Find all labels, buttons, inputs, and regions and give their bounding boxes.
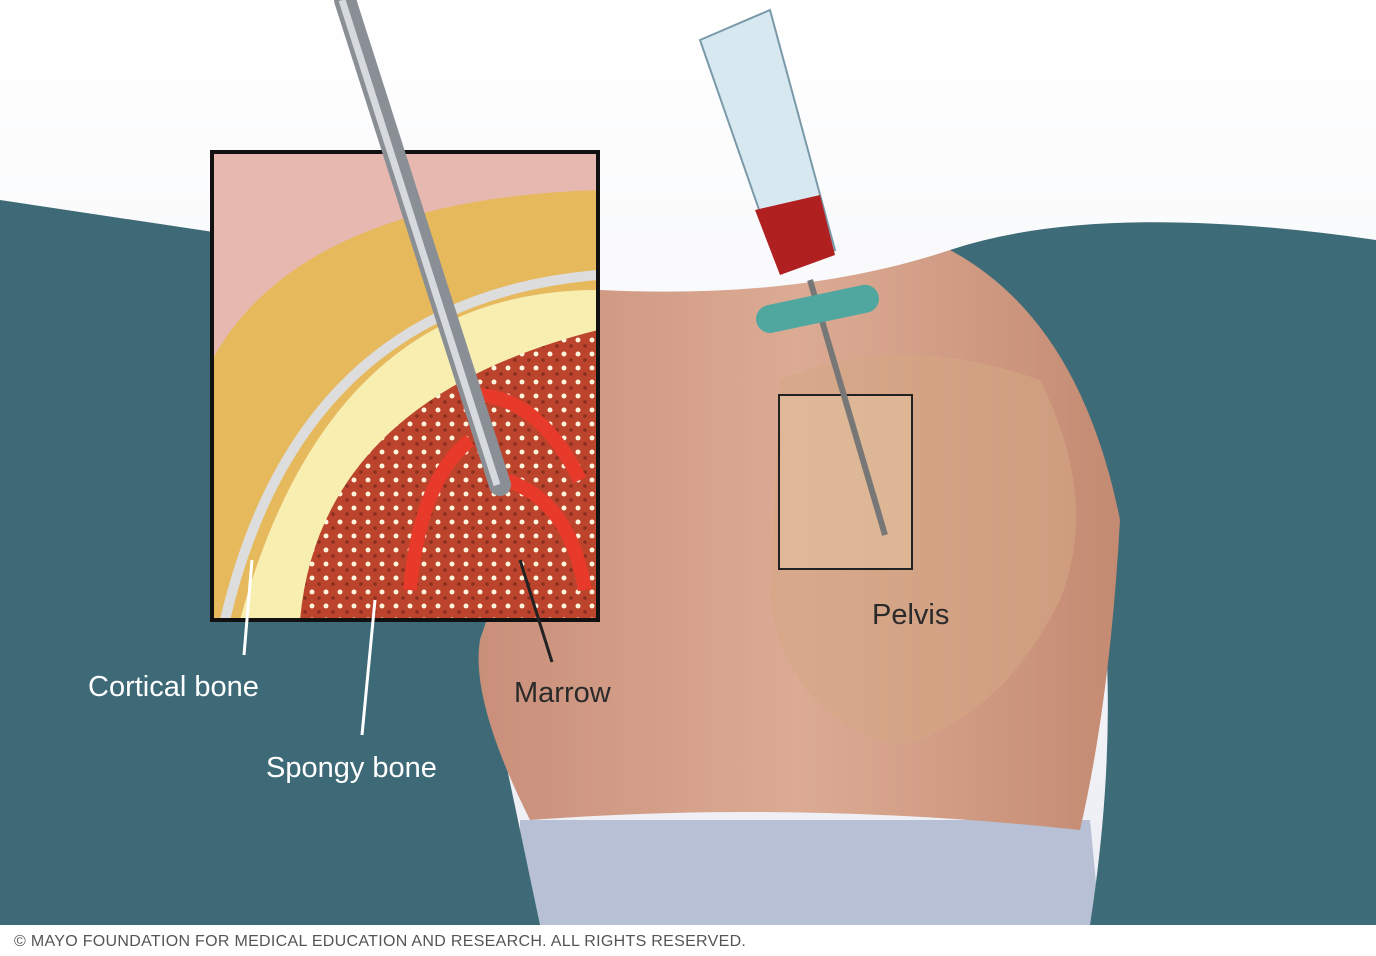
bone-cross-section-inset xyxy=(210,150,600,622)
spongy-bone-label: Spongy bone xyxy=(266,752,437,784)
pelvis-label: Pelvis xyxy=(872,599,949,631)
marrow-label: Marrow xyxy=(514,677,612,709)
syringe xyxy=(698,8,888,536)
biopsy-needle xyxy=(334,0,511,496)
spongy-bone-leader xyxy=(360,599,377,736)
table xyxy=(520,820,1100,925)
copyright-notice: © MAYO FOUNDATION FOR MEDICAL EDUCATION … xyxy=(14,933,747,950)
marrow-leader xyxy=(518,559,554,663)
drape-right xyxy=(950,222,1376,925)
pelvis-detail-box xyxy=(778,394,913,570)
cortical-bone-leader xyxy=(242,559,254,656)
cortical-bone-label: Cortical bone xyxy=(88,671,259,703)
